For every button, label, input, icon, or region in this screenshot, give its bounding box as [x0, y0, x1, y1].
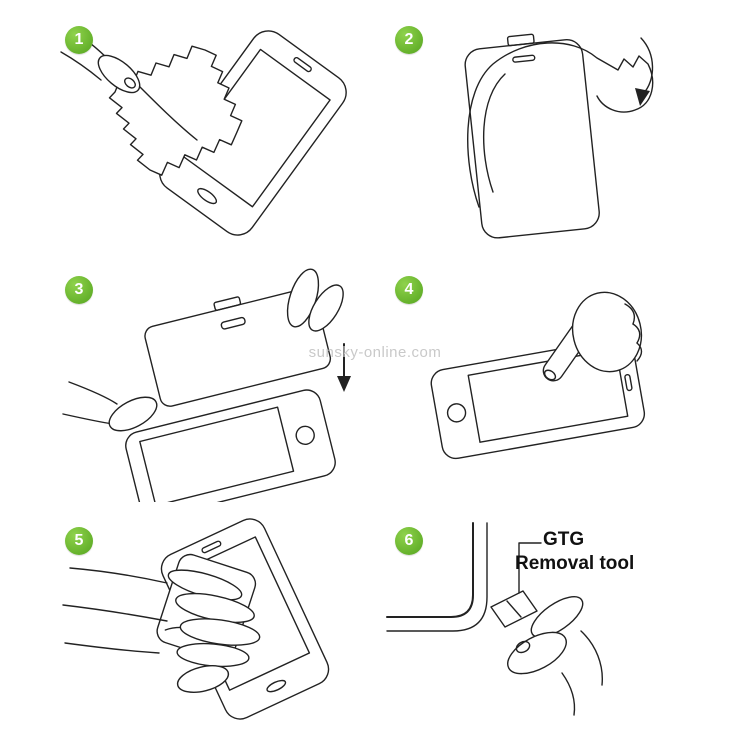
step-2-panel: 2	[375, 12, 687, 245]
home-button	[266, 679, 287, 693]
removal-tool	[490, 590, 538, 628]
label-leader-line	[518, 542, 542, 594]
step-4-badge: 4	[395, 276, 423, 304]
align-protector-illustration	[62, 268, 351, 502]
step-4-panel: 4	[375, 262, 687, 474]
pinching-hand	[507, 596, 603, 716]
phone-corner	[386, 522, 488, 632]
cleaning-cloth	[108, 45, 243, 176]
thumb	[97, 54, 141, 94]
removal-tool-label-line1: GTG	[543, 529, 585, 550]
step-6-number: 6	[404, 532, 414, 549]
screen-protector	[464, 33, 600, 239]
step-1-panel: 1	[55, 12, 355, 245]
step-5-badge: 5	[65, 527, 93, 555]
step-6-panel: GTG Removal tool 6	[375, 513, 687, 730]
step-1-number: 1	[74, 31, 84, 48]
curved-down-arrow-icon	[635, 37, 654, 106]
step-1-badge: 1	[65, 26, 93, 54]
phone	[125, 389, 336, 502]
step-5-panel: 5	[55, 513, 355, 730]
peeling-film	[467, 42, 654, 208]
peel-backing-film-illustration	[464, 33, 654, 239]
step-3-badge: 3	[65, 276, 93, 304]
left-hand	[62, 381, 158, 432]
step-3-panel: 3	[55, 262, 355, 502]
clean-screen-with-cloth-illustration	[60, 29, 347, 236]
thumb	[108, 396, 158, 432]
pull-tab	[506, 33, 535, 47]
home-button	[197, 187, 218, 205]
phone	[430, 337, 646, 460]
thumb	[176, 665, 230, 693]
removal-tool-illustration	[386, 522, 603, 716]
home-button	[446, 403, 467, 423]
fist	[571, 291, 643, 373]
step-2-badge: 2	[395, 26, 423, 54]
home-button	[295, 425, 315, 446]
step-2-number: 2	[404, 31, 414, 48]
right-hand-fingers	[286, 268, 344, 332]
pressing-hand	[542, 291, 643, 382]
smooth-with-card-illustration	[62, 518, 330, 720]
removal-tool-label-line2: Removal tool	[515, 553, 635, 574]
step-4-number: 4	[404, 281, 414, 298]
index-finger	[530, 596, 584, 638]
watermark: sunsky-online.com	[308, 344, 442, 361]
pull-tab	[213, 296, 242, 311]
step-3-number: 3	[74, 281, 84, 298]
thumb	[507, 631, 567, 675]
down-arrow-icon	[337, 343, 351, 392]
step-5-number: 5	[74, 532, 84, 549]
hand	[62, 567, 261, 693]
step-6-badge: 6	[395, 527, 423, 555]
press-with-finger-illustration	[430, 291, 646, 460]
